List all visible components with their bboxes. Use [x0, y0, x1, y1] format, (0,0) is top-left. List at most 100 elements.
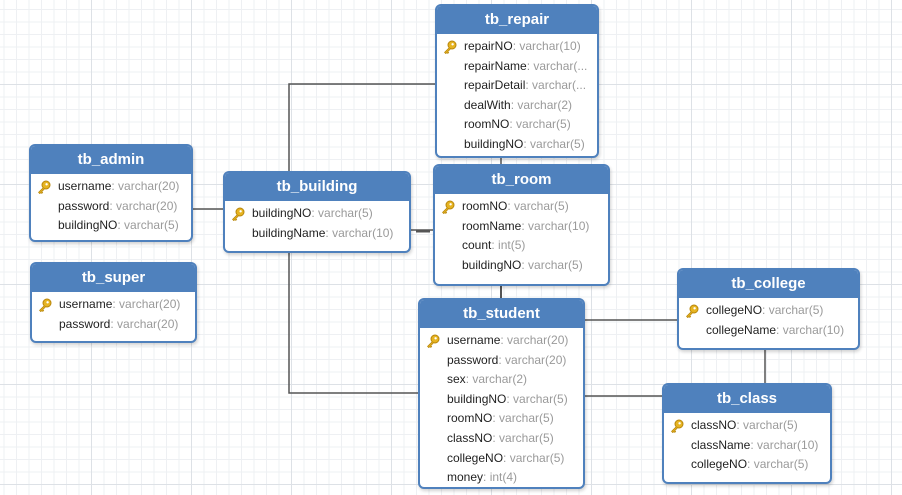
field-name: buildingNO — [252, 206, 312, 220]
field-row[interactable]: classNO: varchar(5) — [420, 429, 583, 449]
field-name: classNO — [691, 418, 737, 432]
field-row[interactable]: collegeName: varchar(10) — [679, 321, 858, 341]
field-row[interactable]: buildingNO: varchar(5) — [225, 204, 409, 224]
field-row[interactable]: collegeNO: varchar(5) — [664, 455, 830, 475]
field-separator: : — [507, 199, 515, 213]
entity-tb-admin[interactable]: tb_admin username: varchar(20)password: … — [29, 144, 193, 242]
field-name: username — [59, 297, 113, 311]
field-separator: : — [762, 303, 769, 317]
entity-tb-student[interactable]: tb_student username: varchar(20)password… — [418, 298, 585, 489]
entity-title: tb_class — [664, 385, 830, 413]
field-type: varchar(10) — [782, 322, 845, 337]
field-type: varchar(20) — [507, 333, 569, 347]
field-name: collegeNO — [447, 450, 504, 465]
field-row[interactable]: classNO: varchar(5) — [664, 416, 830, 436]
field-row[interactable]: username: varchar(20) — [32, 295, 195, 315]
field-separator: : — [492, 430, 500, 445]
relation-building-repair[interactable] — [288, 83, 436, 172]
field-separator: : — [498, 352, 506, 367]
field-type: varchar(5) — [516, 117, 571, 132]
field-type: varchar(20) — [119, 297, 181, 311]
entity-title: tb_building — [225, 173, 409, 201]
entity-title: tb_college — [679, 270, 858, 298]
field-row[interactable]: collegeNO: varchar(5) — [679, 301, 858, 321]
field-type: varchar(10) — [528, 218, 590, 233]
field-type: varchar(... — [532, 78, 587, 93]
field-type: varchar(5) — [318, 206, 373, 220]
field-type: varchar(5) — [743, 418, 798, 432]
field-separator: : — [512, 39, 520, 53]
field-row[interactable]: roomNO: varchar(5) — [420, 409, 583, 429]
field-type: varchar(20) — [118, 179, 180, 193]
relation-building-student[interactable] — [288, 252, 419, 394]
field-row[interactable]: money: int(4) — [420, 468, 583, 487]
entity-tb-super[interactable]: tb_super username: varchar(20)password: … — [30, 262, 197, 343]
field-type: varchar(5) — [514, 199, 569, 213]
entity-tb-room[interactable]: tb_room roomNO: varchar(5)roomName: varc… — [433, 164, 610, 286]
field-row[interactable]: repairName: varchar(... — [437, 57, 597, 77]
entity-tb-repair[interactable]: tb_repair repairNO: varchar(10)repairNam… — [435, 4, 599, 158]
field-type: varchar(5) — [768, 303, 824, 317]
field-row[interactable]: repairNO: varchar(10) — [437, 37, 597, 57]
field-name: repairDetail — [464, 78, 526, 93]
field-type: varchar(20) — [505, 352, 567, 367]
field-type: varchar(20) — [117, 316, 179, 331]
field-type: varchar(5) — [753, 457, 809, 472]
field-row[interactable]: collegeNO: varchar(5) — [420, 449, 583, 469]
field-name: buildingNO — [462, 257, 522, 272]
field-name: roomNO — [447, 411, 493, 426]
field-row[interactable]: buildingNO: varchar(5) — [435, 256, 608, 276]
field-row[interactable]: password: varchar(20) — [420, 351, 583, 371]
field-row[interactable]: roomNO: varchar(5) — [435, 197, 608, 217]
field-name: count — [462, 238, 492, 253]
primary-key-icon — [38, 298, 52, 313]
field-row[interactable]: buildingNO: varchar(5) — [437, 135, 597, 155]
primary-key-icon — [670, 419, 684, 434]
field-row[interactable]: password: varchar(20) — [31, 197, 191, 217]
field-type: varchar(5) — [530, 136, 585, 151]
field-type: varchar(20) — [116, 198, 178, 213]
field-row[interactable]: username: varchar(20) — [420, 331, 583, 351]
field-row[interactable]: dealWith: varchar(2) — [437, 96, 597, 116]
field-row[interactable]: roomName: varchar(10) — [435, 217, 608, 237]
field-row[interactable]: repairDetail: varchar(... — [437, 76, 597, 96]
field-separator: : — [523, 136, 531, 151]
field-row[interactable]: sex: varchar(2) — [420, 370, 583, 390]
field-separator: : — [509, 117, 517, 132]
field-separator: : — [325, 225, 333, 240]
field-row[interactable]: username: varchar(20) — [31, 177, 191, 197]
field-row[interactable]: buildingNO: varchar(5) — [31, 216, 191, 236]
entity-tb-building[interactable]: tb_building buildingNO: varchar(5)buildi… — [223, 171, 411, 253]
field-list: username: varchar(20)password: varchar(2… — [31, 174, 191, 236]
field-row[interactable]: buildingNO: varchar(5) — [420, 390, 583, 410]
field-name: className — [691, 437, 751, 452]
entity-title: tb_repair — [437, 6, 597, 34]
field-name: buildingName — [252, 225, 326, 240]
field-list: username: varchar(20)password: varchar(2… — [420, 328, 583, 487]
field-name: roomName — [462, 218, 522, 233]
field-separator: : — [492, 411, 500, 426]
field-separator: : — [736, 418, 744, 432]
field-name: roomNO — [462, 199, 508, 213]
field-separator: : — [506, 391, 514, 406]
field-row[interactable]: roomNO: varchar(5) — [437, 115, 597, 135]
field-row[interactable]: password: varchar(20) — [32, 315, 195, 335]
field-type: varchar(5) — [499, 411, 554, 426]
field-type: varchar(10) — [332, 225, 394, 240]
field-row[interactable]: count: int(5) — [435, 236, 608, 256]
field-list: username: varchar(20)password: varchar(2… — [32, 292, 195, 334]
field-separator: : — [526, 58, 534, 73]
field-row[interactable]: buildingName: varchar(10) — [225, 224, 409, 244]
field-name: password — [59, 316, 111, 331]
field-row[interactable]: className: varchar(10) — [664, 436, 830, 456]
field-list: buildingNO: varchar(5)buildingName: varc… — [225, 201, 409, 243]
primary-key-icon — [443, 40, 457, 55]
entity-tb-college[interactable]: tb_college collegeNO: varchar(5)collegeN… — [677, 268, 860, 350]
field-separator: : — [483, 470, 490, 485]
field-separator: : — [747, 457, 754, 472]
field-type: varchar(5) — [528, 257, 583, 272]
field-name: buildingNO — [58, 218, 118, 233]
field-type: varchar(10) — [519, 39, 581, 53]
field-type: varchar(10) — [757, 437, 819, 452]
entity-tb-class[interactable]: tb_class classNO: varchar(5)className: v… — [662, 383, 832, 484]
